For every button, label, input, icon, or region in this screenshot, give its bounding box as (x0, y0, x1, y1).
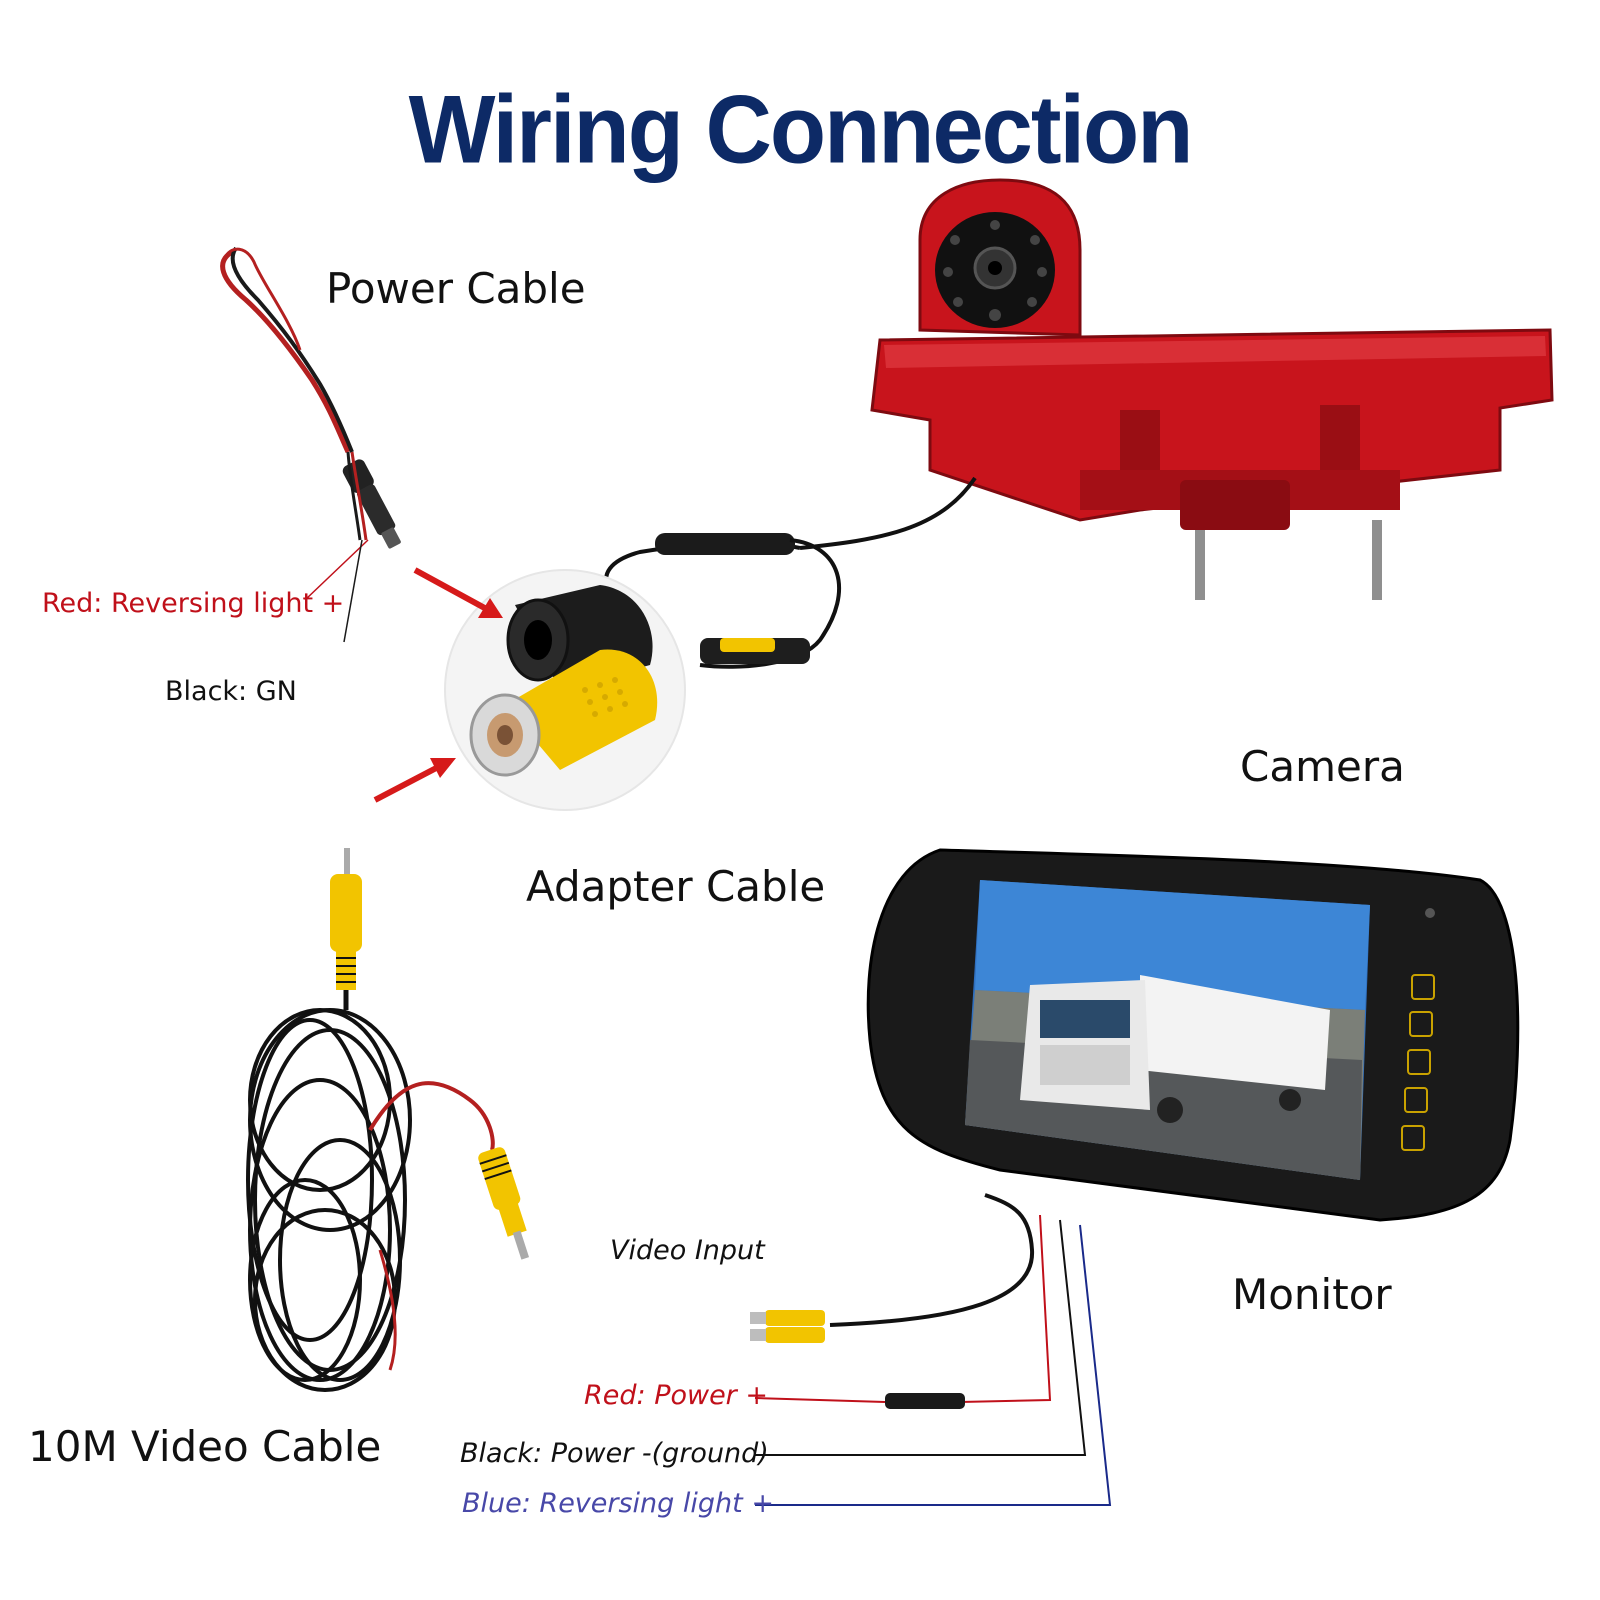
page-title: Wiring Connection (408, 76, 1194, 184)
monitor-illustration (750, 848, 1520, 1506)
adapter-cable-label: Adapter Cable (526, 862, 826, 911)
black-gnd-label: Black: GN (165, 676, 297, 707)
black-leader-line (343, 539, 363, 643)
red-power-label: Red: Power + (584, 1380, 768, 1411)
adapter-cable-illustration (373, 533, 842, 811)
camera-label: Camera (1240, 742, 1405, 791)
blue-reversing-label: Blue: Reversing light + (462, 1488, 774, 1519)
black-power-label: Black: Power -(ground) (460, 1438, 769, 1469)
video-cable-illustration (246, 848, 530, 1392)
power-cable-illustration (220, 246, 401, 549)
red-leader-line (304, 539, 369, 601)
video-cable-label: 10M Video Cable (28, 1422, 382, 1471)
power-cable-label: Power Cable (326, 264, 586, 313)
red-reversing-label: Red: Reversing light + (42, 588, 345, 619)
camera-brake-light-illustration (799, 178, 1554, 600)
monitor-label: Monitor (1232, 1270, 1392, 1319)
video-input-label: Video Input (610, 1235, 765, 1266)
